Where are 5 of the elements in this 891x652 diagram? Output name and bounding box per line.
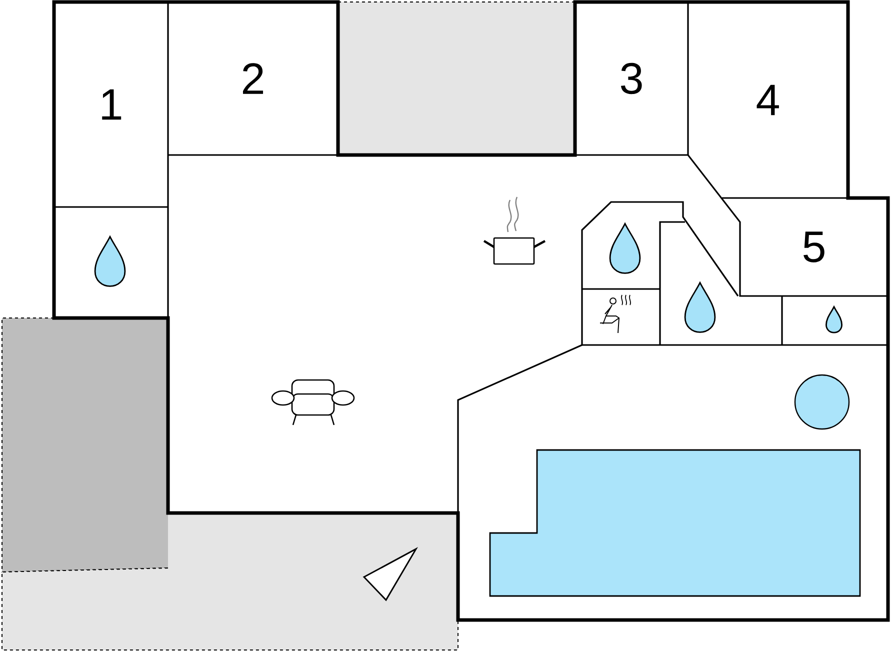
room-number: 4 bbox=[756, 84, 779, 116]
room-number: 3 bbox=[620, 62, 642, 94]
room-number: 2 bbox=[242, 63, 264, 94]
room-number: 1 bbox=[102, 89, 122, 120]
room-number: 5 bbox=[804, 232, 824, 262]
